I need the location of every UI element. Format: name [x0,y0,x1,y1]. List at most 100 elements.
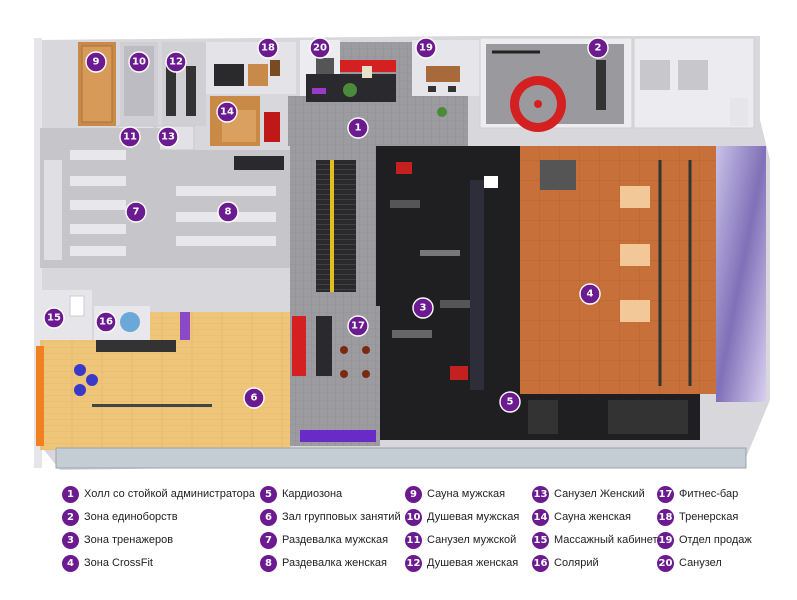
svg-text:6: 6 [251,393,258,404]
legend-item-13: 13 Санузел Женский [532,484,645,504]
room-storage-right [633,37,755,129]
marker-4: 4 [579,283,601,305]
svg-text:19: 19 [419,43,433,54]
legend-label: Санузел [679,557,722,569]
marker-8: 8 [217,201,239,223]
svg-text:4: 4 [587,289,594,300]
room-gym [376,146,520,394]
legend-number: 19 [657,531,674,549]
marker-19: 19 [415,37,437,59]
legend-number: 11 [405,531,422,549]
room-trainer [206,42,296,94]
legend-item-10: 10 Душевая мужская [405,507,519,527]
legend-number: 13 [532,485,549,503]
legend-label: Отдел продаж [679,534,752,546]
staircase [316,160,356,292]
glass-facade [55,447,747,469]
svg-text:7: 7 [133,207,140,218]
legend-label: Раздевалка женская [282,557,387,569]
legend-number: 2 [62,508,79,526]
legend-label: Зона CrossFit [84,557,153,569]
svg-text:18: 18 [261,43,275,54]
exterior-wall-left [34,38,42,468]
legend-label: Тренерская [679,511,739,523]
marker-5: 5 [499,391,521,413]
legend-number: 1 [62,485,79,503]
svg-text:9: 9 [93,57,100,68]
legend-label: Санузел Женский [554,488,645,500]
room-martial-arts [479,37,633,132]
room-fitness-bar [290,306,380,446]
marker-3: 3 [412,297,434,319]
marker-6: 6 [243,387,265,409]
legend-number: 16 [532,554,549,572]
legend-label: Сауна женская [554,511,631,523]
marker-9: 9 [85,51,107,73]
legend-number: 10 [405,508,422,526]
legend-item-7: 7 Раздевалка мужская [260,530,388,550]
legend-label: Душевая женская [427,557,519,569]
legend-number: 17 [657,485,674,503]
legend-item-5: 5 Кардиозона [260,484,342,504]
legend-number: 15 [532,531,549,549]
svg-text:11: 11 [123,132,137,143]
legend-number: 7 [260,531,277,549]
room-sales [412,40,480,96]
svg-text:5: 5 [507,397,514,408]
legend-item-15: 15 Массажный кабинет [532,530,658,550]
legend-item-8: 8 Раздевалка женская [260,553,387,573]
svg-text:12: 12 [169,57,183,68]
marker-7: 7 [125,201,147,223]
room-cardio [380,394,700,440]
legend-item-9: 9 Сауна мужская [405,484,505,504]
room-hall-reception [288,42,468,146]
marker-17: 17 [347,315,369,337]
legend-item-2: 2 Зона единоборств [62,507,178,527]
legend-label: Кардиозона [282,488,343,500]
legend-label: Массажный кабинет [554,534,658,546]
legend-label: Душевая мужская [427,511,520,523]
legend-label: Санузел мужской [427,534,517,546]
legend-number: 20 [657,554,674,572]
svg-text:16: 16 [99,317,113,328]
marker-11: 11 [119,126,141,148]
svg-text:15: 15 [47,313,61,324]
legend-number: 14 [532,508,549,526]
legend-number: 3 [62,531,79,549]
svg-text:14: 14 [220,107,234,118]
marker-20: 20 [309,37,331,59]
legend-label: Зал групповых занятий [282,511,401,523]
marker-10: 10 [128,51,150,73]
marker-16: 16 [95,311,117,333]
room-sauna-female [210,96,280,146]
svg-text:1: 1 [355,123,362,134]
legend-label: Зона единоборств [84,511,178,523]
legend-label: Раздевалка мужская [282,534,389,546]
legend-label: Сауна мужская [427,488,506,500]
legend-number: 18 [657,508,674,526]
svg-text:2: 2 [595,43,602,54]
room-locker-male [40,128,160,268]
legend-number: 5 [260,485,277,503]
legend-item-18: 18 Тренерская [657,507,738,527]
marker-18: 18 [257,37,279,59]
legend-number: 8 [260,554,277,572]
marker-15: 15 [43,307,65,329]
svg-text:13: 13 [161,132,175,143]
svg-text:3: 3 [420,303,427,314]
svg-text:8: 8 [225,207,232,218]
svg-text:20: 20 [313,43,327,54]
marker-12: 12 [165,51,187,73]
legend-label: Фитнес-бар [679,488,739,500]
legend-item-19: 19 Отдел продаж [657,530,752,550]
legend-number: 9 [405,485,422,503]
svg-text:10: 10 [132,57,146,68]
marker-13: 13 [157,126,179,148]
